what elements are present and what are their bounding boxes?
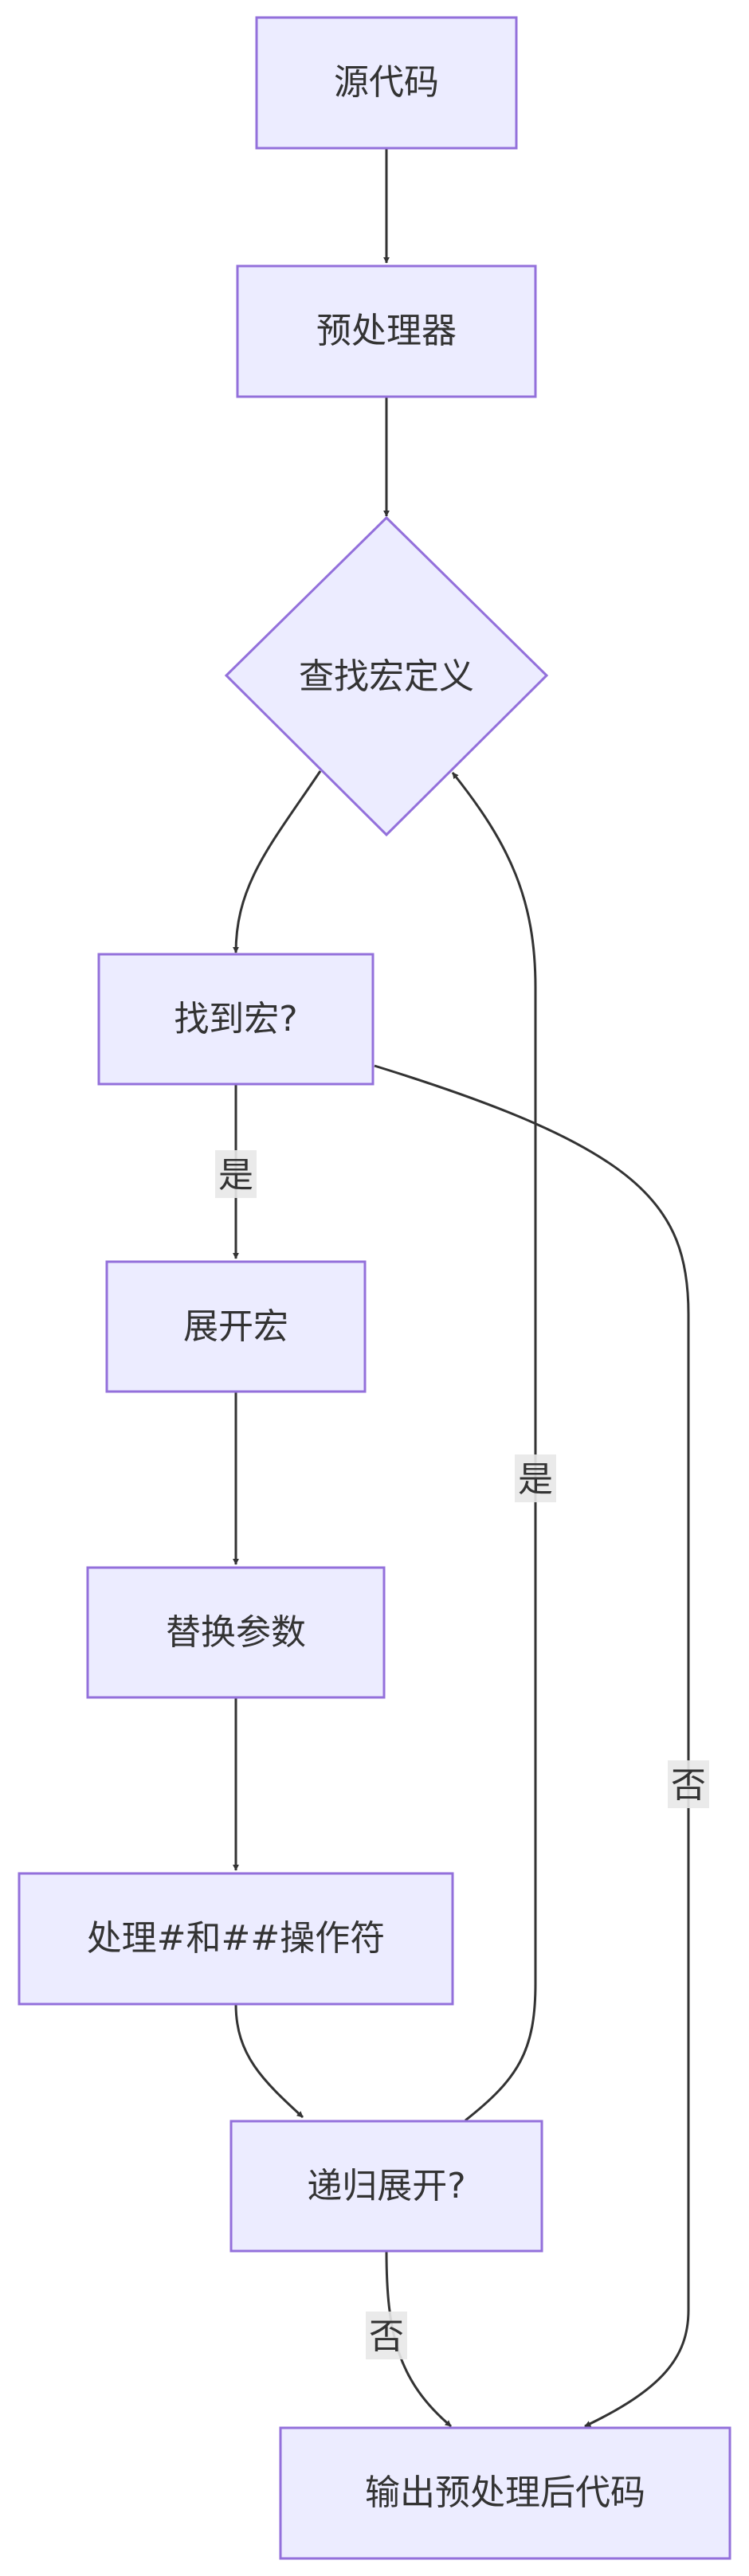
svg-text:展开宏: 展开宏: [183, 1306, 288, 1347]
node-handle-operators: 处理#和##操作符: [18, 1872, 454, 2006]
edge-label-recursive-no: 否: [366, 2312, 407, 2359]
edge-label-found-yes: 是: [215, 1150, 257, 1198]
node-expand-macro: 展开宏: [105, 1260, 367, 1393]
node-recursive-expand-decision: 递归展开?: [229, 2120, 543, 2253]
node-find-macro-definition: 查找宏定义: [224, 515, 549, 837]
node-source-code: 源代码: [255, 16, 518, 150]
node-output-code: 输出预处理后代码: [279, 2426, 731, 2560]
node-preprocessor: 预处理器: [236, 264, 537, 398]
edge-find-to-found: [233, 770, 322, 953]
svg-text:是: 是: [518, 1459, 553, 1500]
svg-text:查找宏定义: 查找宏定义: [299, 656, 474, 697]
node-replace-parameters: 替换参数: [86, 1566, 386, 1699]
svg-text:否: 否: [671, 1765, 706, 1806]
svg-text:源代码: 源代码: [334, 62, 439, 103]
svg-text:预处理器: 预处理器: [316, 311, 457, 351]
edge-label-recursive-yes: 是: [515, 1454, 556, 1502]
edge-handle-to-recursive: [234, 2003, 304, 2119]
svg-text:替换参数: 替换参数: [166, 1612, 306, 1653]
svg-text:是: 是: [218, 1155, 253, 1196]
node-macro-found-decision: 找到宏?: [97, 953, 374, 1086]
svg-text:处理#和##操作符: 处理#和##操作符: [87, 1918, 386, 1959]
svg-text:找到宏?: 找到宏?: [174, 999, 297, 1039]
edge-label-found-no: 否: [668, 1760, 709, 1808]
svg-text:否: 否: [369, 2316, 404, 2357]
svg-text:递归展开?: 递归展开?: [307, 2166, 465, 2206]
edge-recursive-to-find-yes: [451, 772, 537, 2122]
edge-found-to-output-no: [374, 1064, 690, 2428]
svg-text:输出预处理后代码: 输出预处理后代码: [365, 2472, 645, 2513]
